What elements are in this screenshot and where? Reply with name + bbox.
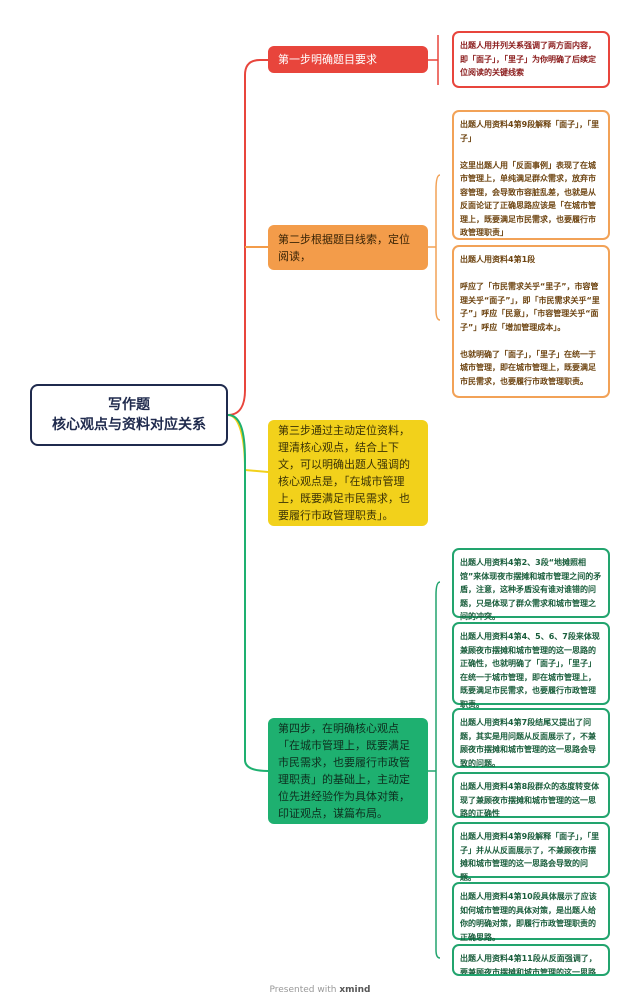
footer-prefix: Presented with xyxy=(269,985,337,995)
xmind-brand: xmind xyxy=(339,985,371,995)
step-3-label: 第三步通过主动定位资料，理清核心观点，结合上下文，可以明确出题人强调的核心观点是… xyxy=(278,424,410,522)
step-4-note[interactable]: 出题人用资料4第8段群众的态度转变体现了兼顾夜市摆摊和城市管理的这一思路的正确性 xyxy=(452,772,610,818)
footer-credit: Presented with xmind xyxy=(0,985,640,995)
step-4-note[interactable]: 出题人用资料4第7段结尾又提出了问题，其实是用问题从反面展示了，不兼顾夜市摆摊和… xyxy=(452,708,610,768)
step-4-note[interactable]: 出题人用资料4第4、5、6、7段来体现兼顾夜市摆摊和城市管理的这一思路的正确性，… xyxy=(452,622,610,709)
step-4-note[interactable]: 出题人用资料4第11段从反面强调了，要兼顾夜市摆摊和城市管理的这一思路 xyxy=(452,944,610,976)
step-4-note[interactable]: 出题人用资料4第9段解释「面子」，「里子」并从从反面展示了，不兼顾夜市摆摊和城市… xyxy=(452,822,610,882)
step-2-note[interactable]: 出题人用资料4第1段 呼应了「市民需求关乎“里子”，市容管理关乎“面子”」，即「… xyxy=(452,245,610,398)
step-1-topic[interactable]: 第一步明确题目要求 xyxy=(268,46,428,73)
root-subtitle: 核心观点与资料对应关系 xyxy=(52,417,206,433)
step-2-label: 第二步根据题目线索，定位阅读， xyxy=(278,232,410,263)
step-4-label: 第四步，在明确核心观点「在城市管理上，既要满足市民需求，也要履行市政管理职责」的… xyxy=(278,722,410,820)
step-2-topic[interactable]: 第二步根据题目线索，定位阅读， xyxy=(268,225,428,270)
step-4-note[interactable]: 出题人用资料4第2、3段“地摊照相馆”来体现夜市摆摊和城市管理之间的矛盾，注意，… xyxy=(452,548,610,621)
step-2-note[interactable]: 出题人用资料4第9段解释「面子」，「里子」 这里出题人用「反面事例」表现了在城市… xyxy=(452,110,610,240)
step-1-note[interactable]: 出题人用并列关系强调了两方面内容，即「面子」，「里子」为你明确了后续定位阅读的关… xyxy=(452,31,610,88)
step-3-topic[interactable]: 第三步通过主动定位资料，理清核心观点，结合上下文，可以明确出题人强调的核心观点是… xyxy=(268,420,428,526)
step-4-note[interactable]: 出题人用资料4第10段具体展示了应该如何城市管理的具体对策，是出题人给你的明确对… xyxy=(452,882,610,942)
step-4-topic[interactable]: 第四步，在明确核心观点「在城市管理上，既要满足市民需求，也要履行市政管理职责」的… xyxy=(268,718,428,824)
root-title: 写作题 xyxy=(108,397,150,413)
step-1-label: 第一步明确题目要求 xyxy=(278,53,377,66)
root-topic[interactable]: 写作题 核心观点与资料对应关系 xyxy=(30,384,228,446)
